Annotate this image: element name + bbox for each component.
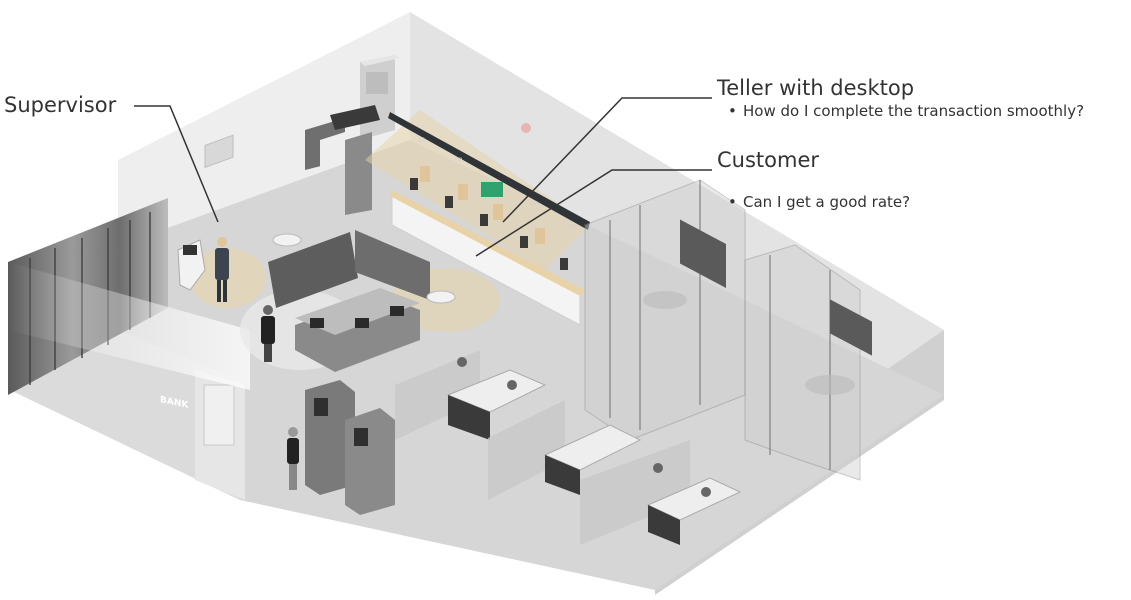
mural-glass-fade <box>8 262 250 390</box>
svg-text:04: 04 <box>531 201 539 208</box>
wall-panel <box>204 134 234 169</box>
teller-chairs <box>420 166 545 244</box>
atm-machines <box>305 380 395 515</box>
teller-label: Teller with desktop <box>717 76 915 100</box>
lounge-couches <box>268 230 456 308</box>
supervisor-leader-line <box>134 105 219 223</box>
svg-text:01: 01 <box>418 137 426 144</box>
wall-logo <box>521 123 531 133</box>
back-right-wall <box>410 12 944 395</box>
supervisor-figure <box>215 237 229 302</box>
back-office-cabinets <box>305 55 400 215</box>
teller-counter-top <box>390 190 585 296</box>
teller-leader-line <box>502 97 712 223</box>
teller-overhead-sign <box>388 112 590 230</box>
glass-meeting-rooms <box>584 179 872 481</box>
self-service-table <box>295 288 420 372</box>
entrance-door <box>203 384 235 446</box>
customer-figure-atm <box>287 427 299 490</box>
teller-display-screen <box>481 182 503 197</box>
info-kiosk <box>177 239 206 291</box>
supervisor-label: Supervisor <box>4 93 117 117</box>
customer-leader-line <box>475 169 712 257</box>
svg-text:05: 05 <box>569 224 577 231</box>
customer-label: Customer <box>717 148 820 172</box>
customer-figure-lobby <box>261 305 275 362</box>
callout-leader-lines <box>134 97 712 257</box>
customer-question: Can I get a good rate? <box>717 193 1131 211</box>
teller-area-floor-highlight <box>365 110 590 270</box>
svg-text:02: 02 <box>455 157 463 164</box>
teller-desktops <box>410 178 568 270</box>
cubicle-desks <box>395 350 742 545</box>
teller-question: How do I complete the transaction smooth… <box>717 102 1131 120</box>
